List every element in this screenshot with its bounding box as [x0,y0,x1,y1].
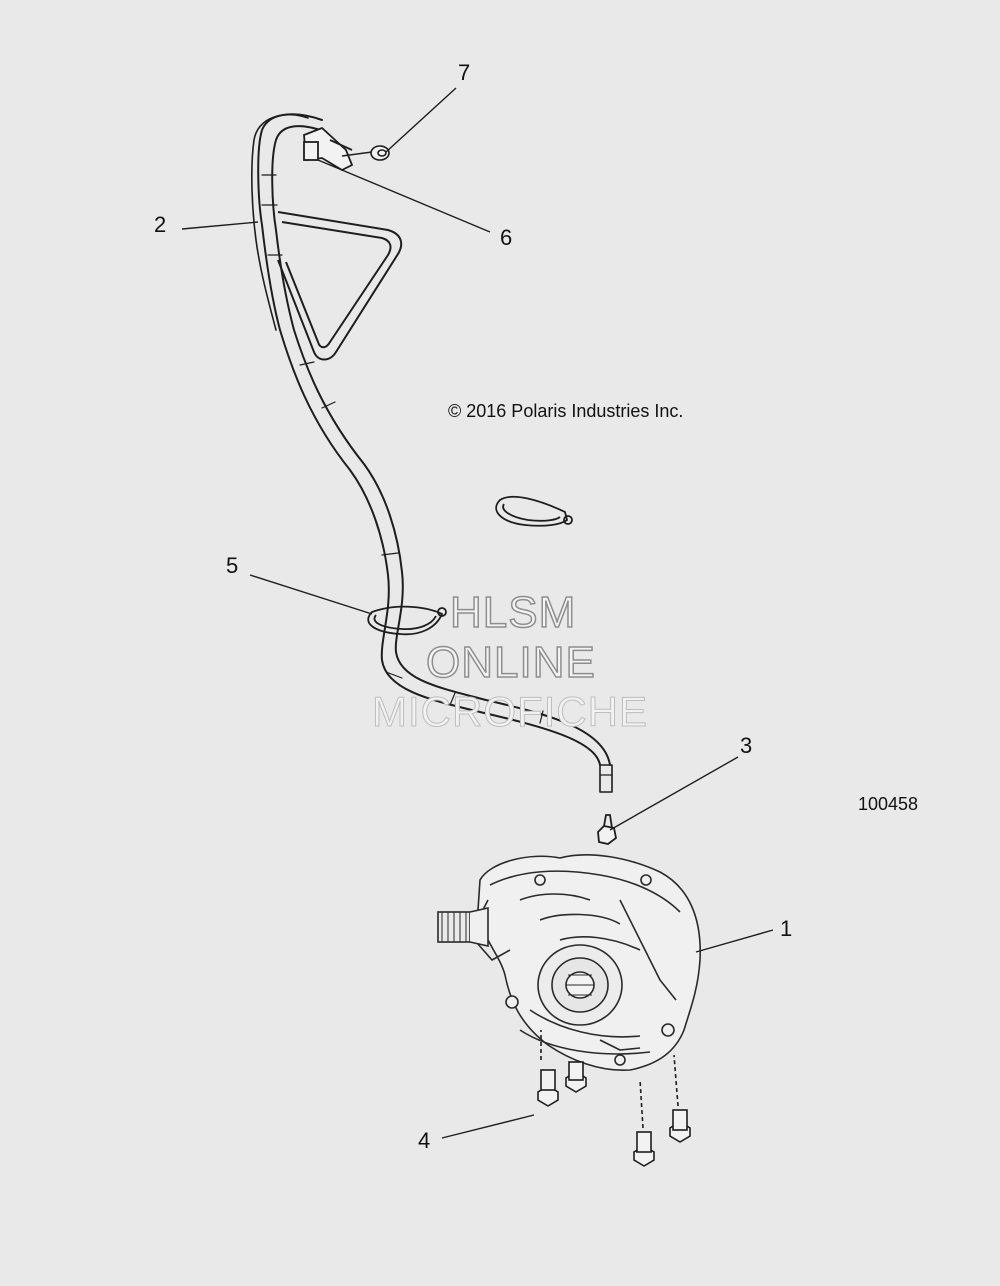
fitting [597,814,617,845]
leader-3 [609,756,739,831]
hose-clamp [367,605,447,636]
vent-fitting [303,126,354,172]
watermark-line-2: ONLINE [425,637,596,688]
leader-5 [249,574,373,615]
bolt-3 [633,1079,655,1167]
callout-5: 5 [226,553,239,578]
callout-3: 3 [740,733,753,758]
leader-4 [441,1114,535,1139]
watermark-line-3: MICROFICHE [372,688,648,736]
callout-2: 2 [154,212,167,237]
leader-7 [385,87,457,153]
leader-lines [181,87,774,1139]
leader-2 [181,221,259,230]
callout-7: 7 [458,60,471,85]
gearcase [469,854,701,1071]
bolt-1 [537,1030,559,1107]
leader-1 [695,929,774,953]
callout-6: 6 [500,225,513,250]
screw [341,145,390,161]
callout-1: 1 [780,916,793,941]
copyright-notice: © 2016 Polaris Industries Inc. [448,401,684,421]
watermark-line-1: HLSM [449,587,577,638]
vent-branch [277,211,403,361]
hose-clamp-loose [495,495,573,527]
bolt-2 [565,1061,587,1093]
breather-hose [251,113,613,793]
leader-6 [317,159,491,233]
callout-4: 4 [418,1128,431,1153]
drawing-number: 100458 [858,794,919,814]
output-shaft [437,907,489,947]
bolt-4 [669,1054,691,1143]
